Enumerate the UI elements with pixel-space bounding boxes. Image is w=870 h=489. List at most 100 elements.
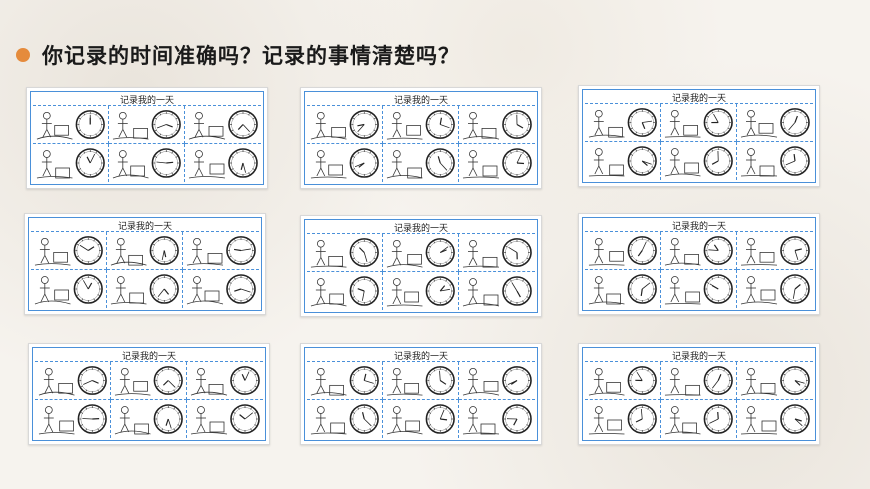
drawing-and-clock-icon — [664, 366, 733, 396]
worksheet-cell — [585, 142, 661, 180]
worksheet-cell — [459, 362, 535, 400]
drawing-and-clock-icon — [310, 148, 379, 179]
worksheet-cell — [31, 232, 107, 270]
drawing-and-clock-icon — [190, 366, 260, 396]
heading-row: 你记录的时间准确吗？记录的事情清楚吗？ — [16, 40, 460, 70]
worksheet-card-3[interactable]: 记录我的一天 — [578, 85, 820, 187]
drawing-and-clock-icon — [386, 148, 455, 179]
worksheet-grid — [33, 105, 261, 182]
worksheet-frame: 记录我的一天 — [32, 347, 266, 441]
bullet-dot-icon — [16, 48, 30, 62]
worksheet-grid — [585, 231, 813, 308]
drawing-and-clock-icon — [186, 274, 256, 305]
drawing-and-clock-icon — [664, 274, 733, 305]
drawing-and-clock-icon — [462, 148, 532, 179]
drawing-and-clock-icon — [310, 276, 379, 307]
worksheet-cell — [109, 144, 185, 182]
worksheet-title: 记录我的一天 — [393, 224, 448, 234]
worksheet-cell — [585, 232, 661, 270]
drawing-and-clock-icon — [186, 236, 256, 266]
worksheet-cell — [35, 362, 111, 400]
worksheet-cell — [307, 106, 383, 144]
worksheet-cell — [33, 106, 109, 144]
worksheet-card-7[interactable]: 记录我的一天 — [28, 343, 270, 445]
worksheet-cell — [111, 362, 187, 400]
worksheet-cell — [737, 232, 813, 270]
worksheet-cell — [459, 144, 535, 182]
worksheet-grid — [307, 105, 535, 182]
worksheet-frame: 记录我的一天 — [304, 91, 538, 185]
worksheet-cell — [307, 144, 383, 182]
drawing-and-clock-icon — [110, 236, 179, 266]
worksheet-card-9[interactable]: 记录我的一天 — [578, 343, 820, 445]
drawing-and-clock-icon — [188, 148, 258, 179]
worksheet-title: 记录我的一天 — [671, 222, 726, 232]
worksheet-cell — [585, 104, 661, 142]
worksheet-frame: 记录我的一天 — [582, 347, 816, 441]
page-title: 你记录的时间准确吗？记录的事情清楚吗？ — [42, 44, 460, 68]
drawing-and-clock-icon — [740, 404, 810, 435]
worksheet-card-1[interactable]: 记录我的一天 — [26, 87, 268, 189]
worksheet-grid — [307, 233, 535, 310]
worksheet-cell — [307, 362, 383, 400]
worksheet-grid — [585, 103, 813, 180]
worksheet-grid — [307, 361, 535, 438]
worksheet-title: 记录我的一天 — [117, 222, 172, 232]
drawing-and-clock-icon — [38, 366, 107, 396]
drawing-and-clock-icon — [664, 404, 733, 435]
drawing-and-clock-icon — [114, 366, 183, 396]
worksheet-cell — [183, 270, 259, 308]
worksheet-cell — [661, 400, 737, 438]
drawing-and-clock-icon — [462, 366, 532, 396]
worksheet-cell — [737, 270, 813, 308]
worksheet-cell — [737, 400, 813, 438]
drawing-and-clock-icon — [462, 238, 532, 268]
worksheet-cell — [307, 234, 383, 272]
worksheet-cell — [383, 234, 459, 272]
worksheet-cell — [187, 362, 263, 400]
worksheet-card-6[interactable]: 记录我的一天 — [578, 213, 820, 315]
worksheet-cell — [307, 400, 383, 438]
worksheet-title: 记录我的一天 — [671, 352, 726, 362]
worksheet-cell — [31, 270, 107, 308]
drawing-and-clock-icon — [36, 110, 105, 140]
drawing-and-clock-icon — [462, 404, 532, 435]
worksheet-cell — [307, 272, 383, 310]
drawing-and-clock-icon — [664, 236, 733, 266]
worksheet-cell — [35, 400, 111, 438]
worksheet-cell — [459, 234, 535, 272]
worksheet-frame: 记录我的一天 — [28, 217, 262, 311]
worksheet-card-4[interactable]: 记录我的一天 — [24, 213, 266, 315]
worksheet-card-8[interactable]: 记录我的一天 — [300, 343, 542, 445]
drawing-and-clock-icon — [38, 404, 107, 435]
worksheet-grid — [35, 361, 263, 438]
drawing-and-clock-icon — [740, 236, 810, 266]
worksheet-card-2[interactable]: 记录我的一天 — [300, 87, 542, 189]
worksheet-grid — [31, 231, 259, 308]
drawing-and-clock-icon — [310, 238, 379, 268]
worksheet-cell — [661, 232, 737, 270]
drawing-and-clock-icon — [34, 236, 103, 266]
worksheet-card-5[interactable]: 记录我的一天 — [300, 215, 542, 317]
drawing-and-clock-icon — [34, 274, 103, 305]
worksheet-frame: 记录我的一天 — [30, 91, 264, 185]
worksheet-title: 记录我的一天 — [121, 352, 176, 362]
drawing-and-clock-icon — [740, 366, 810, 396]
worksheet-frame: 记录我的一天 — [582, 217, 816, 311]
drawing-and-clock-icon — [36, 148, 105, 179]
worksheet-cell — [585, 400, 661, 438]
worksheet-cell — [383, 362, 459, 400]
worksheet-cell — [661, 270, 737, 308]
worksheet-grid — [585, 361, 813, 438]
drawing-and-clock-icon — [386, 238, 455, 268]
worksheet-cell — [585, 270, 661, 308]
worksheet-cell — [661, 362, 737, 400]
drawing-and-clock-icon — [588, 366, 657, 396]
worksheet-cell — [737, 104, 813, 142]
drawing-and-clock-icon — [112, 110, 181, 140]
worksheet-title: 记录我的一天 — [393, 352, 448, 362]
worksheet-title: 记录我的一天 — [671, 94, 726, 104]
worksheet-cell — [459, 272, 535, 310]
drawing-and-clock-icon — [386, 366, 455, 396]
drawing-and-clock-icon — [386, 276, 455, 307]
